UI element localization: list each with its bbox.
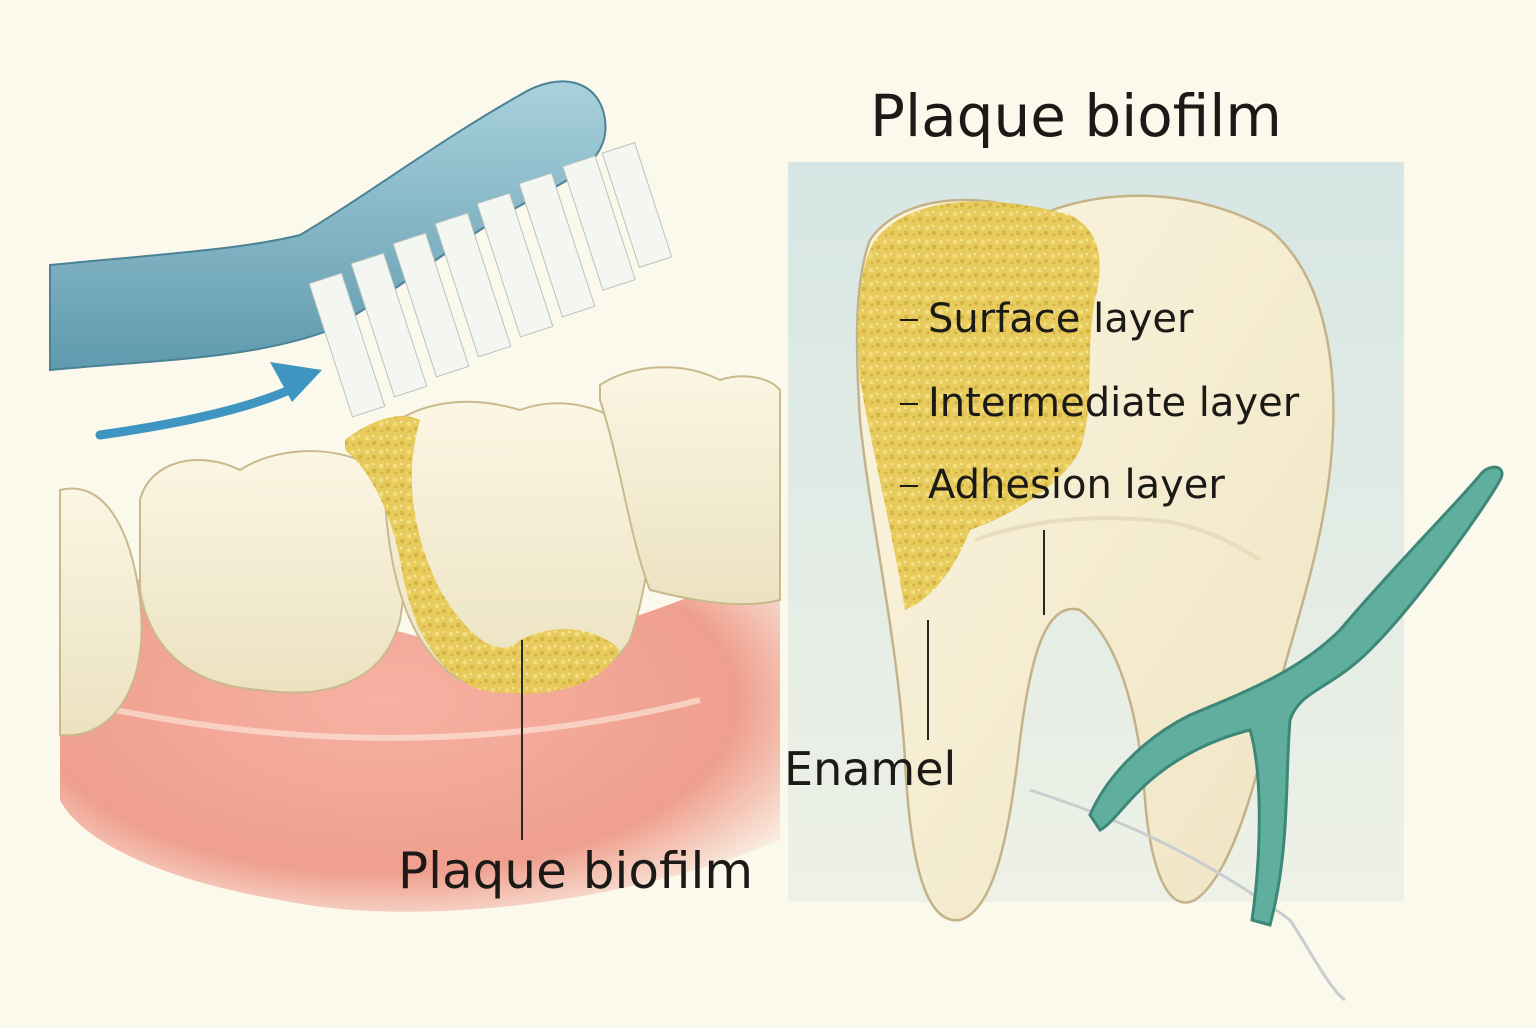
tooth-molar-right: [599, 366, 781, 606]
toothbrush-handle: [49, 80, 607, 372]
toothbrush-bristles: [308, 142, 673, 418]
plaque-deposit-left: [345, 416, 620, 694]
plaque-biofilm-label: Plaque biofilm: [398, 842, 754, 900]
floss-pick: [1088, 465, 1504, 927]
tooth-far-left: [59, 487, 143, 737]
floss-thread: [1029, 788, 1346, 1002]
plaque-layer-region: [858, 201, 1100, 610]
enamel-boundary: [974, 516, 1262, 562]
brush-motion-arrow: [95, 380, 305, 440]
tooth-molar-left: [139, 450, 407, 694]
brush-motion-arrowhead: [270, 362, 322, 402]
diagram-title: Plaque biofilm: [870, 82, 1282, 150]
layer-ticks: [900, 319, 918, 487]
adhesion-layer-label: Adhesion layer: [928, 462, 1225, 508]
surface-layer-label: Surface layer: [928, 296, 1194, 342]
gum-highlight: [69, 697, 701, 741]
intermediate-layer-label: Intermediate layer: [928, 380, 1300, 426]
enamel-label: Enamel: [784, 742, 957, 796]
